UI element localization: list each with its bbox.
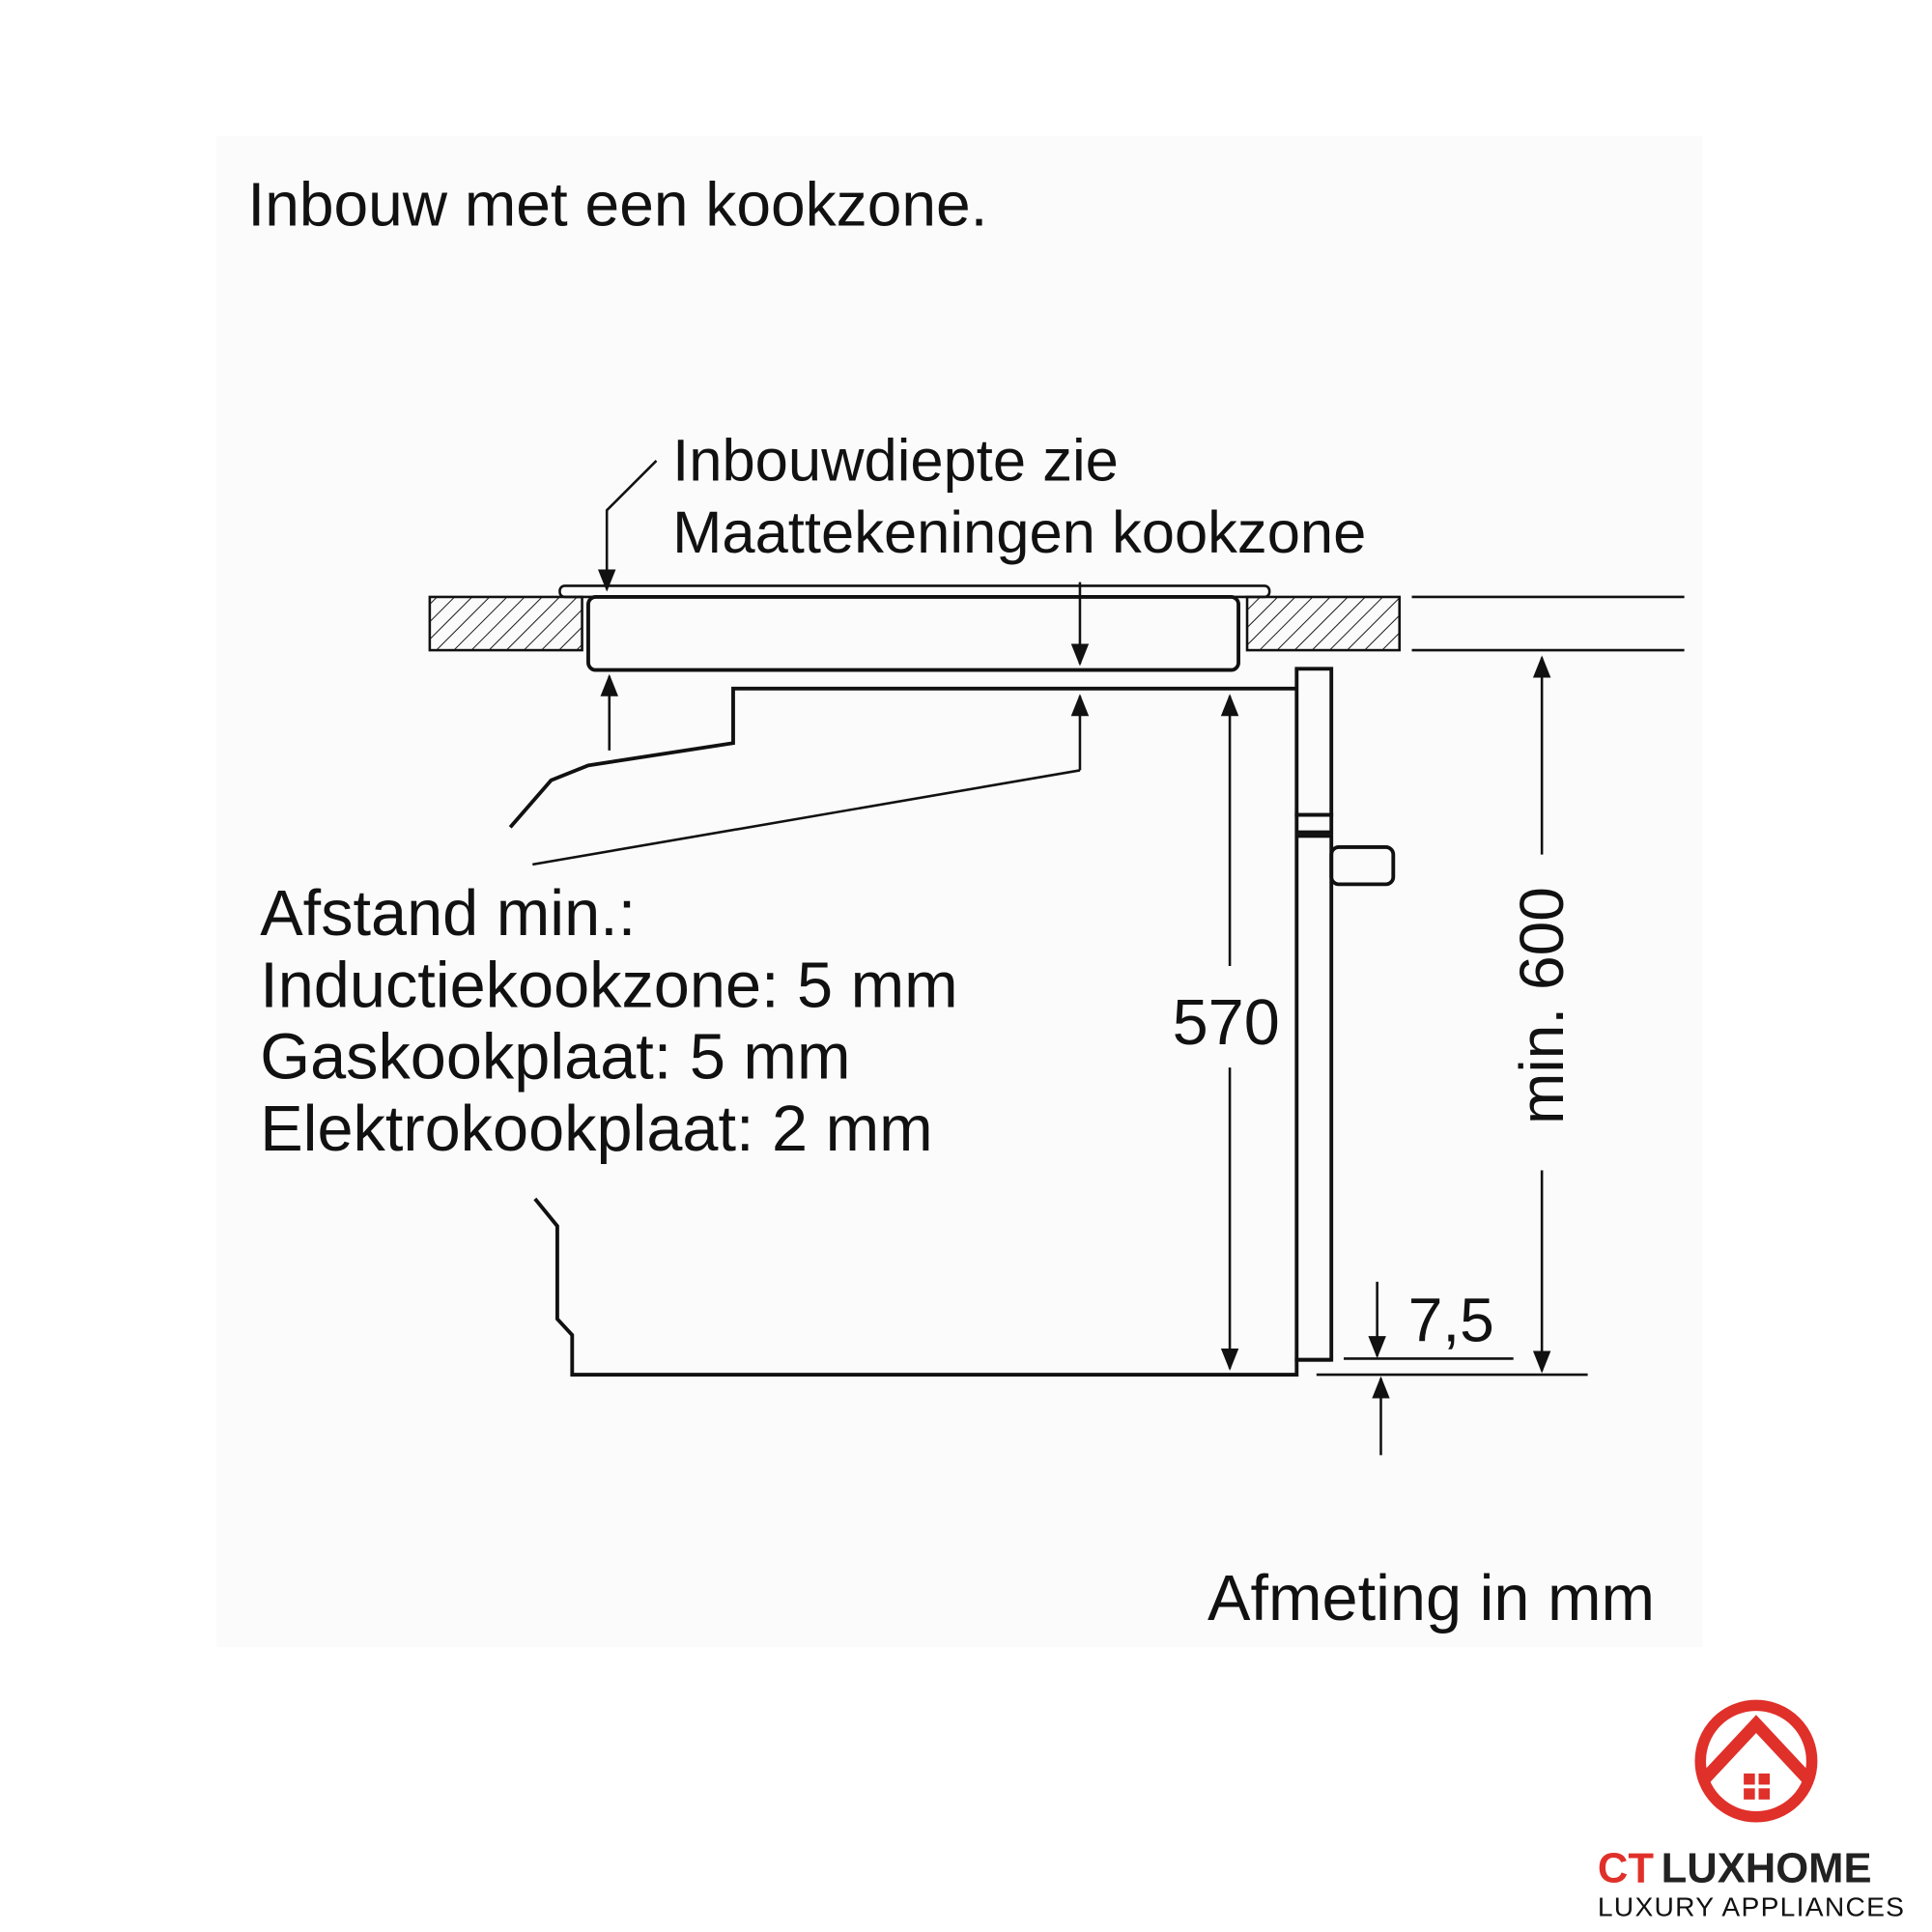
- oven-door-handle: [1329, 845, 1396, 887]
- dim-570-label: 570: [1173, 987, 1280, 1059]
- worktop-right: [1245, 595, 1401, 652]
- hob-body: [586, 595, 1240, 672]
- diagram-title: Inbouw met een kookzone.: [247, 169, 987, 239]
- oven-door: [1294, 834, 1334, 1362]
- panel-background: [216, 136, 1703, 1648]
- note-leader-arrow: [597, 460, 658, 592]
- dim-7-5-label: 7,5: [1408, 1285, 1494, 1354]
- note-text: Inbouwdiepte zie Maattekeningen kookzone: [672, 427, 1366, 565]
- distance-text: Afstand min.: Inductiekookzone: 5 mm Gas…: [260, 878, 976, 1165]
- oven-top-outline: [508, 686, 1297, 829]
- units-note: Afmeting in mm: [1208, 1563, 1655, 1634]
- svg-text:LUXURY APPLIANCES: LUXURY APPLIANCES: [1598, 1890, 1905, 1921]
- dim-600-label: min. 600: [1507, 887, 1577, 1124]
- worktop-left: [428, 595, 583, 652]
- oven-bottom-outline: [533, 1197, 1332, 1378]
- oven-door-gap: [1294, 812, 1334, 835]
- gap-leader: [532, 769, 1081, 867]
